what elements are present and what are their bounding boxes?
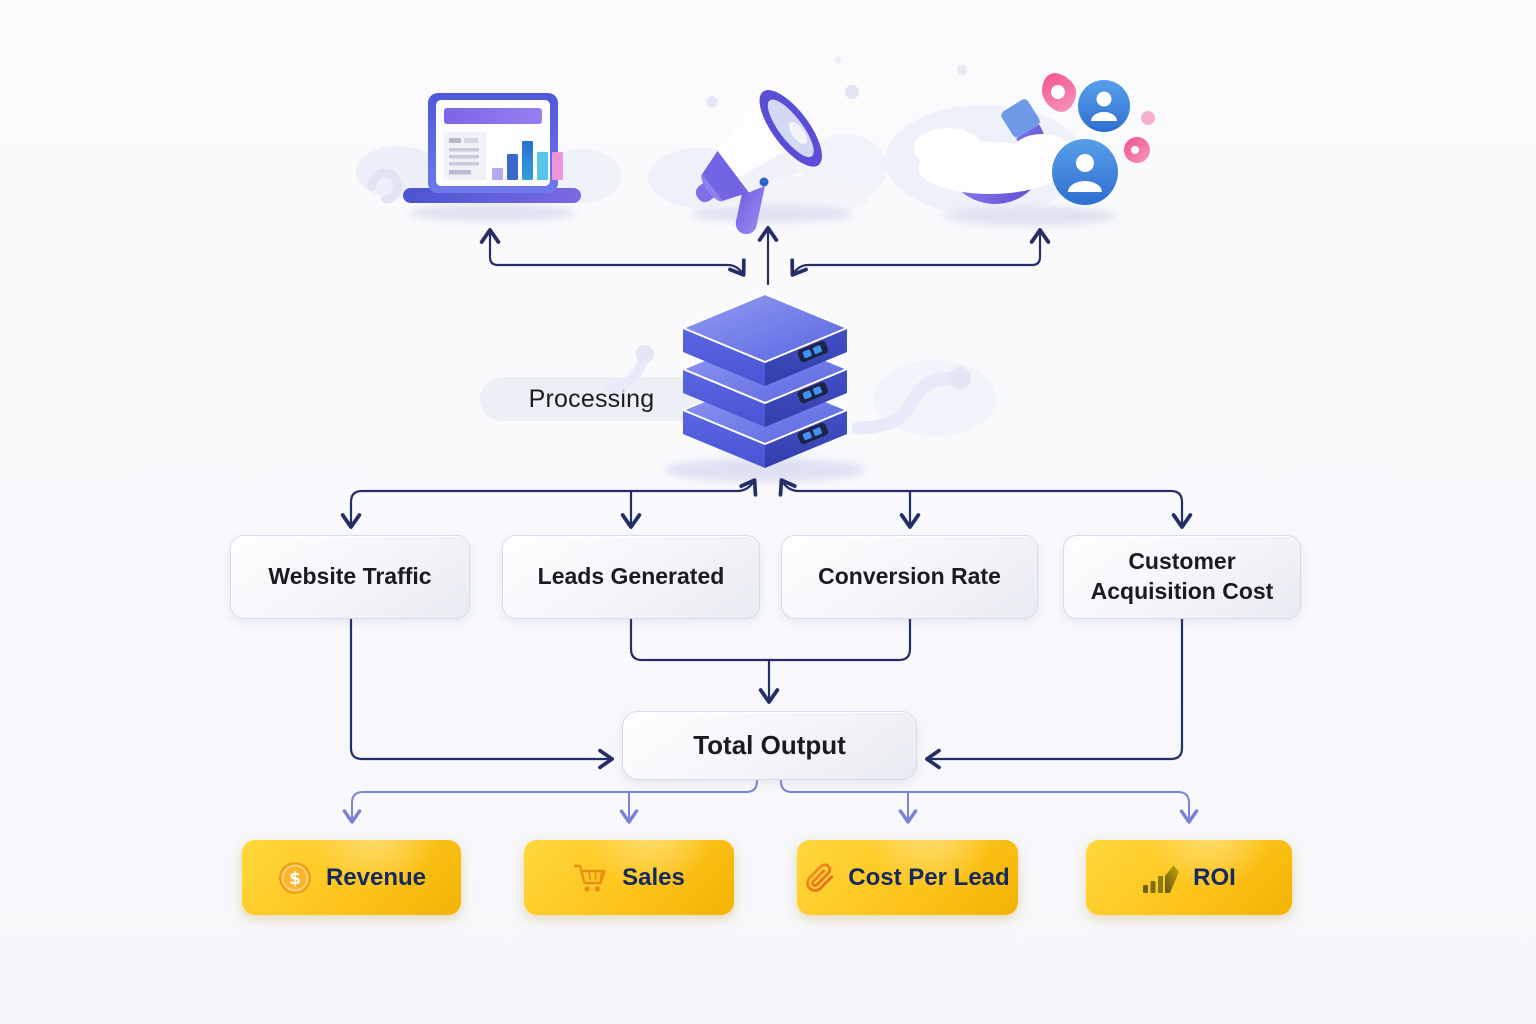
metric-box-website-traffic: Website Traffic bbox=[230, 535, 470, 619]
user-badge-large bbox=[1052, 139, 1118, 205]
connectors-top bbox=[479, 226, 1051, 286]
processing-label: Processing bbox=[528, 384, 655, 413]
metric-box-leads-generated: Leads Generated bbox=[502, 535, 760, 619]
user-badge-small bbox=[1078, 80, 1130, 132]
output-label: Sales bbox=[622, 863, 685, 891]
metric-label: Conversion Rate bbox=[818, 563, 1001, 590]
metric-label: Leads Generated bbox=[537, 563, 725, 590]
chat-bubble-badge bbox=[1124, 137, 1150, 163]
pick-badge bbox=[1041, 73, 1077, 112]
paperclip-icon bbox=[806, 862, 834, 892]
dollar-coin-icon: $ bbox=[278, 861, 311, 894]
total-output-label: Total Output bbox=[693, 729, 846, 760]
magnet-attracting-users-illustration bbox=[885, 65, 1155, 226]
growth-bars-icon bbox=[1143, 865, 1180, 893]
output-box-roi: ROI bbox=[1086, 840, 1292, 915]
processing-label-pill: Processing bbox=[480, 377, 703, 421]
output-label: Cost Per Lead bbox=[848, 863, 1010, 891]
output-label: ROI bbox=[1193, 863, 1236, 891]
metric-box-conversion-rate: Conversion Rate bbox=[781, 535, 1038, 619]
metric-box-customer-acquisition-cost: Customer Acquisition Cost bbox=[1063, 535, 1301, 619]
total-output-box: Total Output bbox=[622, 711, 917, 780]
megaphone-illustration bbox=[648, 56, 887, 235]
metric-label: Customer Acquisition Cost bbox=[1090, 548, 1274, 604]
analytics-laptop-illustration bbox=[356, 93, 622, 222]
shopping-cart-icon bbox=[573, 864, 606, 892]
metric-label: Website Traffic bbox=[268, 563, 432, 590]
output-label: Revenue bbox=[325, 863, 427, 891]
output-box-revenue: $ Revenue bbox=[242, 840, 461, 915]
output-box-sales: Sales bbox=[524, 840, 734, 915]
connectors-bottom bbox=[342, 780, 1199, 824]
svg-text:$: $ bbox=[289, 869, 301, 889]
output-box-cost-per-lead: Cost Per Lead bbox=[797, 840, 1018, 915]
